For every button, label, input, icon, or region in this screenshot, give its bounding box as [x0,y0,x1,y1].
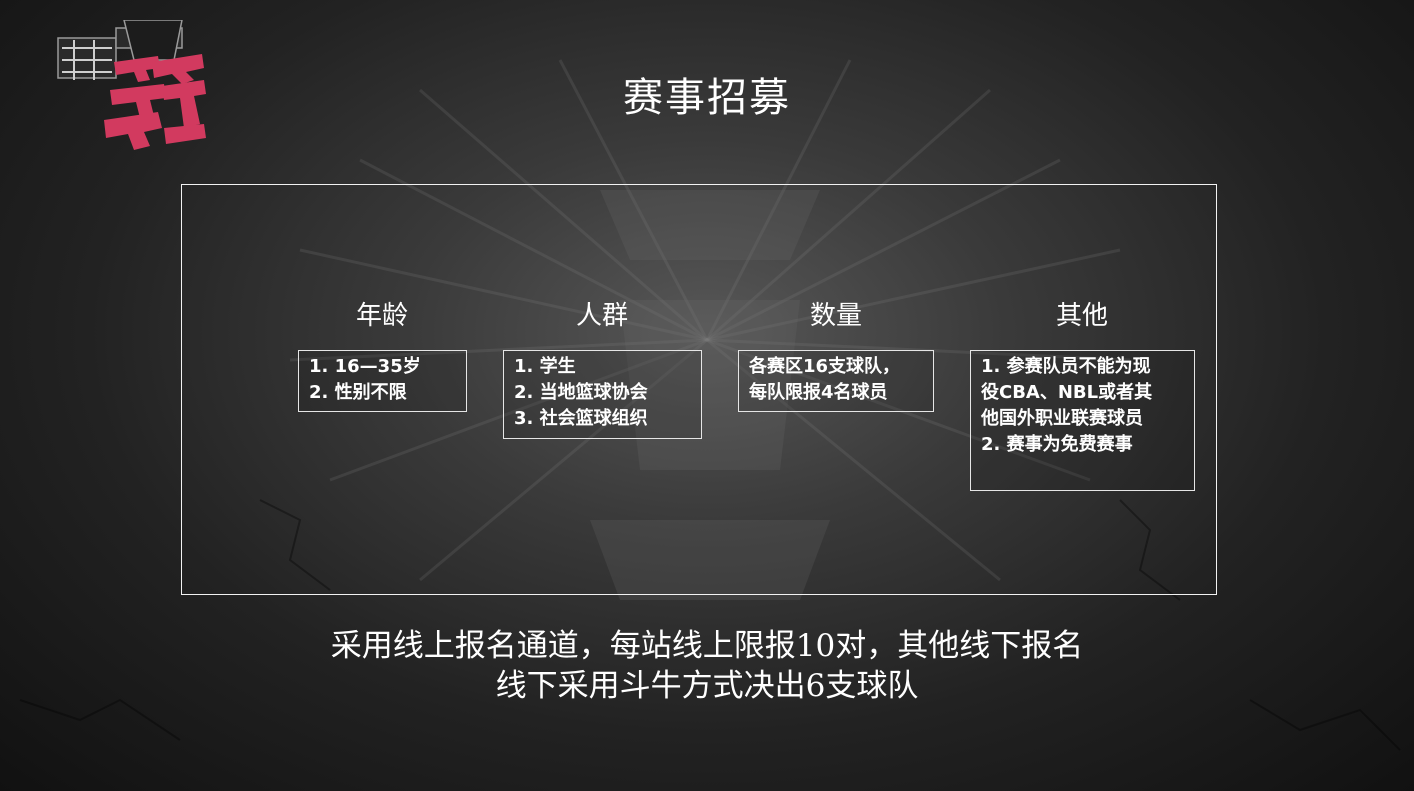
quantity-line-2: 每队限报4名球员 [749,382,888,403]
content-frame [181,184,1217,595]
footer-line-2: 线下采用斗牛方式决出6支球队 [495,668,919,704]
heading-age: 年龄 [355,301,408,331]
footer-line-1: 采用线上报名通道，每站线上限报10对，其他线下报名 [330,628,1084,664]
age-box: 1. 16—35岁 2. 性别不限 [298,350,467,412]
group-box: 1. 学生 2. 当地篮球协会 3. 社会篮球组织 [503,350,702,439]
heading-group: 人群 [575,301,628,331]
event-logo [57,20,206,150]
group-line-3: 3. 社会篮球组织 [514,408,648,429]
group-line-2: 2. 当地篮球协会 [514,382,648,403]
other-line-2: 役CBA、NBL或者其 [981,382,1153,403]
other-line-4: 2. 赛事为免费赛事 [981,434,1133,455]
heading-other: 其他 [1055,301,1108,331]
page-title: 赛事招募 [623,75,791,121]
other-line-3: 他国外职业联赛球员 [981,408,1143,429]
age-line-2: 2. 性别不限 [309,382,407,403]
age-line-1: 1. 16—35岁 [309,356,421,377]
heading-quantity: 数量 [809,301,862,331]
group-line-1: 1. 学生 [514,356,576,377]
quantity-line-1: 各赛区16支球队， [749,356,901,377]
quantity-box: 各赛区16支球队， 每队限报4名球员 [738,350,934,412]
other-box: 1. 参赛队员不能为现 役CBA、NBL或者其 他国外职业联赛球员 2. 赛事为… [970,350,1195,491]
other-line-1: 1. 参赛队员不能为现 [981,356,1151,377]
